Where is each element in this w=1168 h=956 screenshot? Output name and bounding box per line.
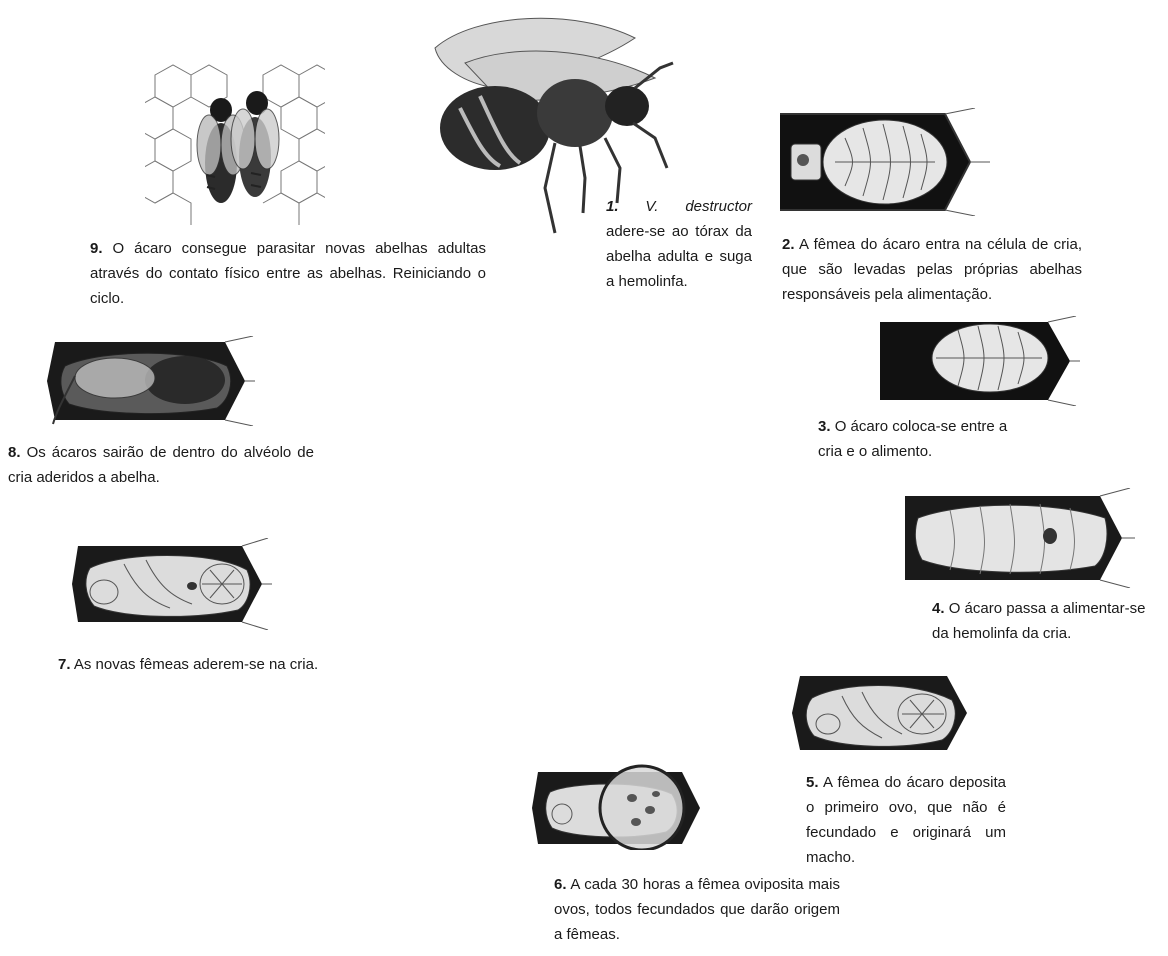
step-8-text: Os ácaros sairão de dentro do alvéolo de… bbox=[8, 444, 314, 486]
step-3-number: 3. bbox=[818, 418, 831, 435]
brood-cell-larva-illustration bbox=[775, 108, 990, 216]
step-7-text: As novas fêmeas aderem-se na cria. bbox=[74, 656, 318, 673]
step-9-number: 9. bbox=[90, 240, 103, 257]
step-5-caption: 5. A fêmea do ácaro deposita o primeiro … bbox=[806, 770, 1006, 870]
honeycomb-illustration bbox=[145, 55, 325, 225]
step-1-number: 1. bbox=[606, 198, 619, 215]
step-7-caption: 7. As novas fêmeas aderem-se na cria. bbox=[58, 652, 328, 677]
brood-cell-larva-mite-illustration bbox=[900, 488, 1135, 588]
step-8-number: 8. bbox=[8, 444, 21, 461]
step-2-number: 2. bbox=[782, 236, 795, 253]
step-5-number: 5. bbox=[806, 774, 819, 791]
step-7-number: 7. bbox=[58, 656, 71, 673]
brood-cell-pupa-mites-illustration bbox=[72, 538, 272, 630]
brood-cell-pupa-illustration bbox=[792, 668, 972, 758]
brood-cell-adult-emerging-illustration bbox=[45, 336, 255, 426]
step-1-species: V. destructor bbox=[645, 198, 752, 215]
step-2-text: A fêmea do ácaro entra na célula de cria… bbox=[782, 236, 1082, 303]
step-9-text: O ácaro consegue parasitar novas abelhas… bbox=[90, 240, 486, 307]
step-6-number: 6. bbox=[554, 876, 567, 893]
step-4-number: 4. bbox=[932, 600, 945, 617]
step-6-text: A cada 30 horas a fêmea oviposita mais o… bbox=[554, 876, 840, 943]
step-4-text: O ácaro passa a alimentar-se da hemolinf… bbox=[932, 600, 1145, 642]
step-1-text: adere-se ao tórax da abelha adulta e sug… bbox=[606, 223, 752, 290]
brood-cell-larva-food-illustration bbox=[880, 316, 1080, 406]
brood-cell-pupa-magnified-illustration bbox=[532, 758, 702, 850]
step-9-caption: 9. O ácaro consegue parasitar novas abel… bbox=[90, 236, 486, 311]
step-1-caption: 1. V. destructor adere-se ao tórax da ab… bbox=[606, 194, 752, 294]
step-6-caption: 6. A cada 30 horas a fêmea oviposita mai… bbox=[554, 872, 840, 947]
step-8-caption: 8. Os ácaros sairão de dentro do alvéolo… bbox=[8, 440, 314, 490]
step-2-caption: 2. A fêmea do ácaro entra na célula de c… bbox=[782, 232, 1082, 307]
step-3-text: O ácaro coloca-se entre a cria e o alime… bbox=[818, 418, 1007, 460]
step-3-caption: 3. O ácaro coloca-se entre a cria e o al… bbox=[818, 414, 1008, 464]
step-4-caption: 4. O ácaro passa a alimentar-se da hemol… bbox=[932, 596, 1162, 646]
step-5-text: A fêmea do ácaro deposita o primeiro ovo… bbox=[806, 774, 1006, 866]
